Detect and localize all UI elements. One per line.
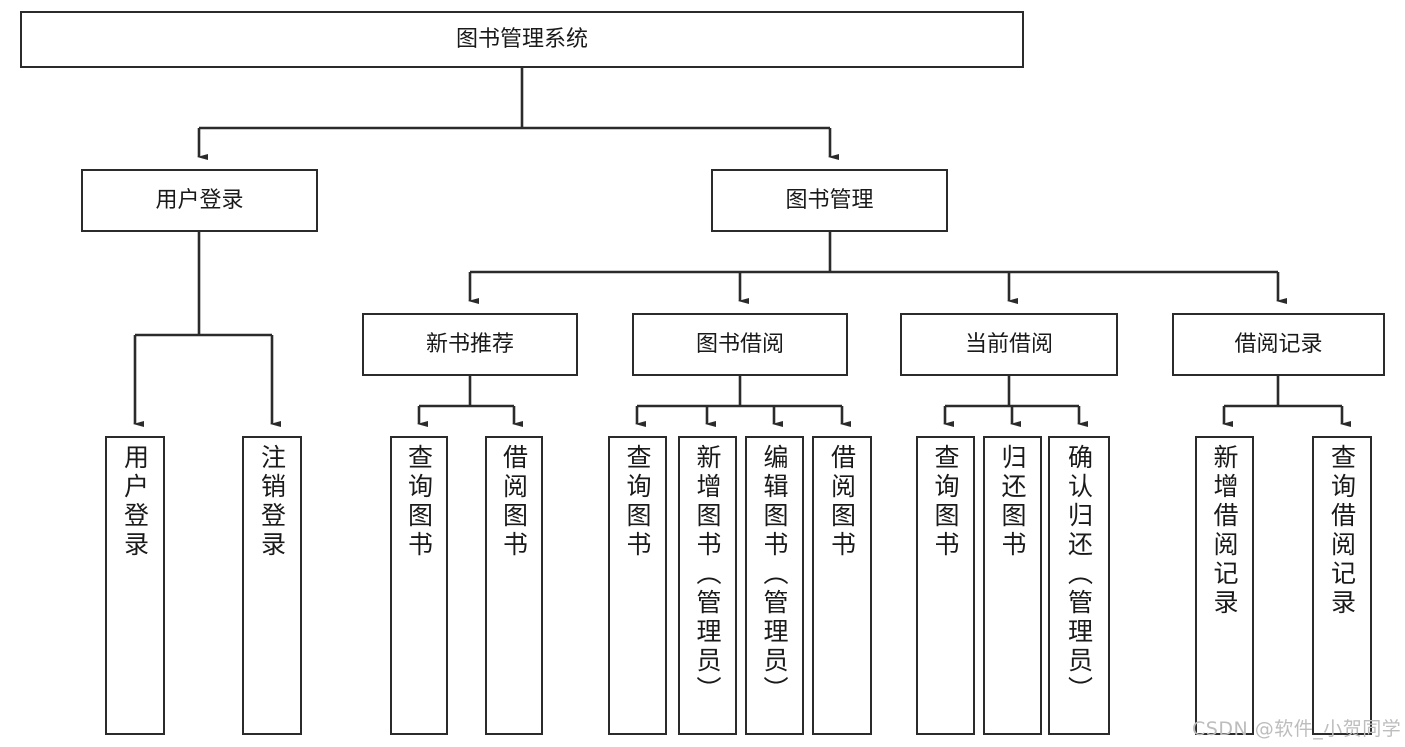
leaf-return-book-label: 归还图书 [998, 444, 1027, 560]
leaf-query-borrow-record[interactable]: 查询借阅记录 [1312, 436, 1372, 735]
leaf-query-book-recommend[interactable]: 查询图书 [390, 436, 448, 735]
node-user-login-label: 用户登录 [155, 187, 244, 213]
node-borrow-records[interactable]: 借阅记录 [1172, 313, 1385, 376]
leaf-borrow-book-recommend-label: 借阅图书 [499, 444, 529, 560]
leaf-logout[interactable]: 注销登录 [242, 436, 302, 735]
node-root-label: 图书管理系统 [455, 26, 588, 52]
leaf-query-book-recommend-label: 查询图书 [404, 444, 434, 560]
leaf-add-book-admin-label: 新增图书（管理员） [693, 444, 722, 705]
leaf-return-book[interactable]: 归还图书 [983, 436, 1042, 735]
leaf-borrow-book-recommend[interactable]: 借阅图书 [485, 436, 543, 735]
leaf-add-borrow-record[interactable]: 新增借阅记录 [1195, 436, 1254, 735]
leaf-confirm-return-admin-label: 确认归还（管理员） [1064, 444, 1094, 705]
node-current-borrow[interactable]: 当前借阅 [900, 313, 1118, 376]
node-book-borrow[interactable]: 图书借阅 [632, 313, 848, 376]
leaf-edit-book-admin[interactable]: 编辑图书（管理员） [745, 436, 804, 735]
leaf-query-book-current-label: 查询图书 [931, 444, 960, 560]
leaf-add-book-admin[interactable]: 新增图书（管理员） [678, 436, 737, 735]
leaf-edit-book-admin-label: 编辑图书（管理员） [760, 444, 789, 705]
leaf-query-book-borrow[interactable]: 查询图书 [608, 436, 667, 735]
node-user-login[interactable]: 用户登录 [81, 169, 318, 232]
node-new-book-recommend-label: 新书推荐 [425, 331, 514, 357]
leaf-user-login-label: 用户登录 [120, 444, 150, 560]
node-new-book-recommend[interactable]: 新书推荐 [362, 313, 578, 376]
leaf-user-login[interactable]: 用户登录 [105, 436, 165, 735]
leaf-query-book-current[interactable]: 查询图书 [916, 436, 975, 735]
node-book-management[interactable]: 图书管理 [711, 169, 948, 232]
leaf-add-borrow-record-label: 新增借阅记录 [1210, 444, 1239, 618]
leaf-borrow-book-label: 借阅图书 [827, 444, 857, 560]
node-book-management-label: 图书管理 [785, 187, 874, 213]
node-borrow-records-label: 借阅记录 [1234, 331, 1323, 357]
leaf-confirm-return-admin[interactable]: 确认归还（管理员） [1048, 436, 1110, 735]
watermark-text: CSDN @软件_小贺同学 [1192, 718, 1402, 740]
leaf-query-book-borrow-label: 查询图书 [623, 444, 652, 560]
node-root[interactable]: 图书管理系统 [20, 11, 1024, 68]
node-current-borrow-label: 当前借阅 [964, 331, 1053, 357]
leaf-borrow-book[interactable]: 借阅图书 [812, 436, 872, 735]
leaf-query-borrow-record-label: 查询借阅记录 [1327, 444, 1357, 618]
leaf-logout-label: 注销登录 [257, 444, 287, 560]
node-book-borrow-label: 图书借阅 [695, 331, 784, 357]
